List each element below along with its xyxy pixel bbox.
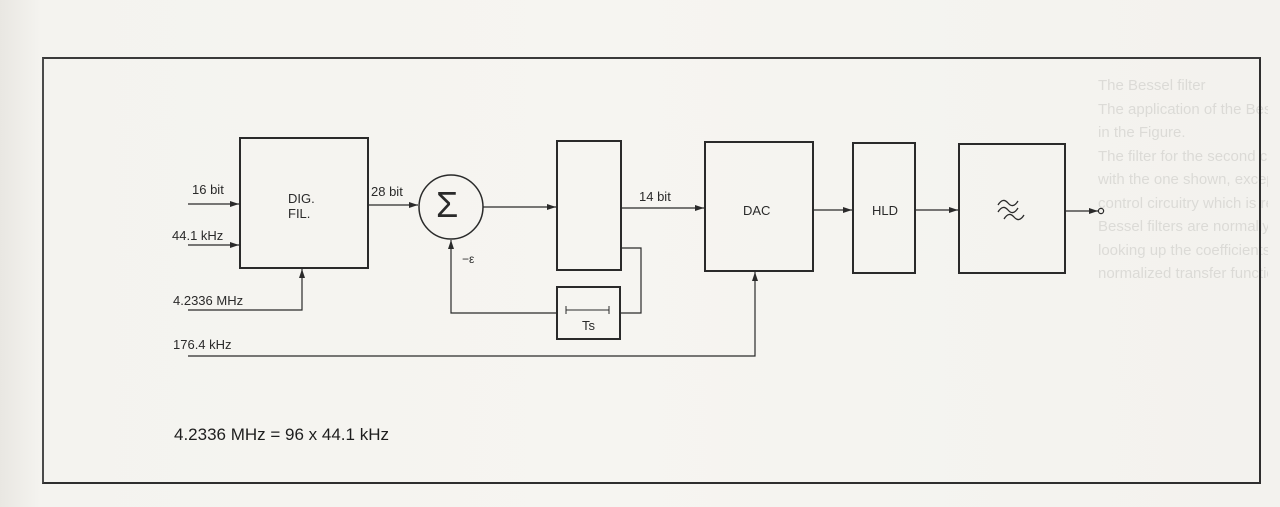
- digital-filter-label-line2: FIL.: [288, 206, 311, 221]
- label-4mhz: 4.2336 MHz: [173, 293, 244, 308]
- label-44khz: 44.1 kHz: [172, 228, 224, 243]
- bleed-line: normalized transfer function: [1098, 265, 1268, 282]
- hold-block: [852, 142, 916, 274]
- figure-frame: [42, 57, 1261, 484]
- summer-sigma-icon: Σ: [436, 184, 459, 225]
- clock-formula: 4.2336 MHz = 96 x 44.1 kHz: [174, 425, 389, 444]
- label-minus-epsilon: −ε: [462, 252, 475, 266]
- bleed-line: The filter for the second channel is ide…: [1098, 147, 1268, 165]
- lowpass-filter-block: [958, 143, 1066, 274]
- bleed-line: The Bessel filter: [1098, 77, 1206, 94]
- wire-error-tap: [620, 247, 642, 314]
- digital-filter-label-line1: DIG.: [288, 191, 315, 206]
- bleed-line: in the Figure.: [1098, 124, 1186, 141]
- digital-filter-label: DIG. FIL.: [288, 191, 315, 221]
- dac-block: [704, 141, 814, 272]
- output-terminal: [1097, 207, 1105, 215]
- digital-filter-block: [239, 137, 369, 269]
- bleed-line: with the one shown, except for the relay: [1098, 171, 1268, 188]
- wire-176k-in: [188, 272, 758, 357]
- label-ts: Ts: [582, 318, 595, 333]
- bleed-line: control circuitry which is required only…: [1098, 194, 1268, 212]
- bleed-through-text: The Bessel filter The application of the…: [1098, 74, 1268, 286]
- label-28bit: 28 bit: [371, 184, 403, 199]
- hold-label: HLD: [872, 203, 899, 218]
- label-14bit: 14 bit: [639, 189, 671, 204]
- dac-label: DAC: [743, 203, 771, 218]
- bleed-line: looking up the coefficients a and b of t…: [1098, 241, 1268, 259]
- label-16bit: 16 bit: [192, 182, 224, 197]
- wire-error-feedback: [448, 240, 557, 314]
- quantizer-block: [556, 140, 622, 271]
- bleed-line: Bessel filters are normally designed by: [1098, 218, 1268, 235]
- wire-4mhz-in: [188, 269, 305, 311]
- bleed-line: The application of the Bessel filter is …: [1098, 100, 1268, 118]
- lowpass-wave-icon: [997, 199, 1025, 221]
- label-176khz: 176.4 kHz: [173, 337, 232, 352]
